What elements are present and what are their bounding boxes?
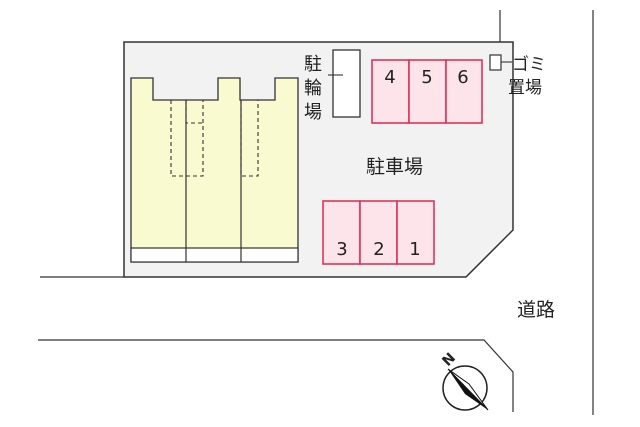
- north-label: N: [439, 350, 459, 370]
- parking-space-6: [445, 59, 483, 124]
- north-compass-icon: N: [439, 350, 489, 411]
- interior-dashed-3: [240, 100, 259, 177]
- interior-dashed-2: [185, 100, 203, 124]
- compass-needle-light: [447, 368, 489, 411]
- parking-number-2: 2: [373, 239, 384, 260]
- parking-lot-label: 駐車場: [366, 156, 423, 178]
- parking-number-4: 4: [384, 67, 395, 88]
- parking-number-1: 1: [409, 239, 420, 260]
- bicycle-parking-label-1: 駐: [304, 54, 322, 75]
- bicycle-parking-area: [332, 49, 361, 118]
- garbage-label-2: 置場: [508, 78, 542, 98]
- road-line-lower: [38, 339, 514, 412]
- apartment-building: [130, 77, 299, 263]
- bicycle-parking-label-2: 輪: [304, 78, 322, 99]
- parking-number-5: 5: [421, 67, 432, 88]
- parking-row-top: 4 5 6: [371, 59, 483, 124]
- parking-space-4: [371, 59, 410, 124]
- building-balcony-strip: [130, 247, 299, 263]
- parking-number-6: 6: [457, 67, 468, 88]
- garbage-label-1: ゴミ: [512, 54, 546, 75]
- interior-dashed-1: [170, 100, 204, 177]
- parking-space-5: [408, 59, 447, 124]
- parking-number-3: 3: [336, 239, 347, 260]
- parking-space-1: [396, 200, 435, 265]
- garbage-area: [489, 54, 502, 71]
- bicycle-parking-label-3: 場: [304, 102, 322, 123]
- parking-space-3: [322, 200, 361, 265]
- building-outline: [130, 77, 299, 263]
- road-label: 道路: [517, 299, 555, 321]
- parking-row-bottom: 3 2 1: [322, 200, 435, 265]
